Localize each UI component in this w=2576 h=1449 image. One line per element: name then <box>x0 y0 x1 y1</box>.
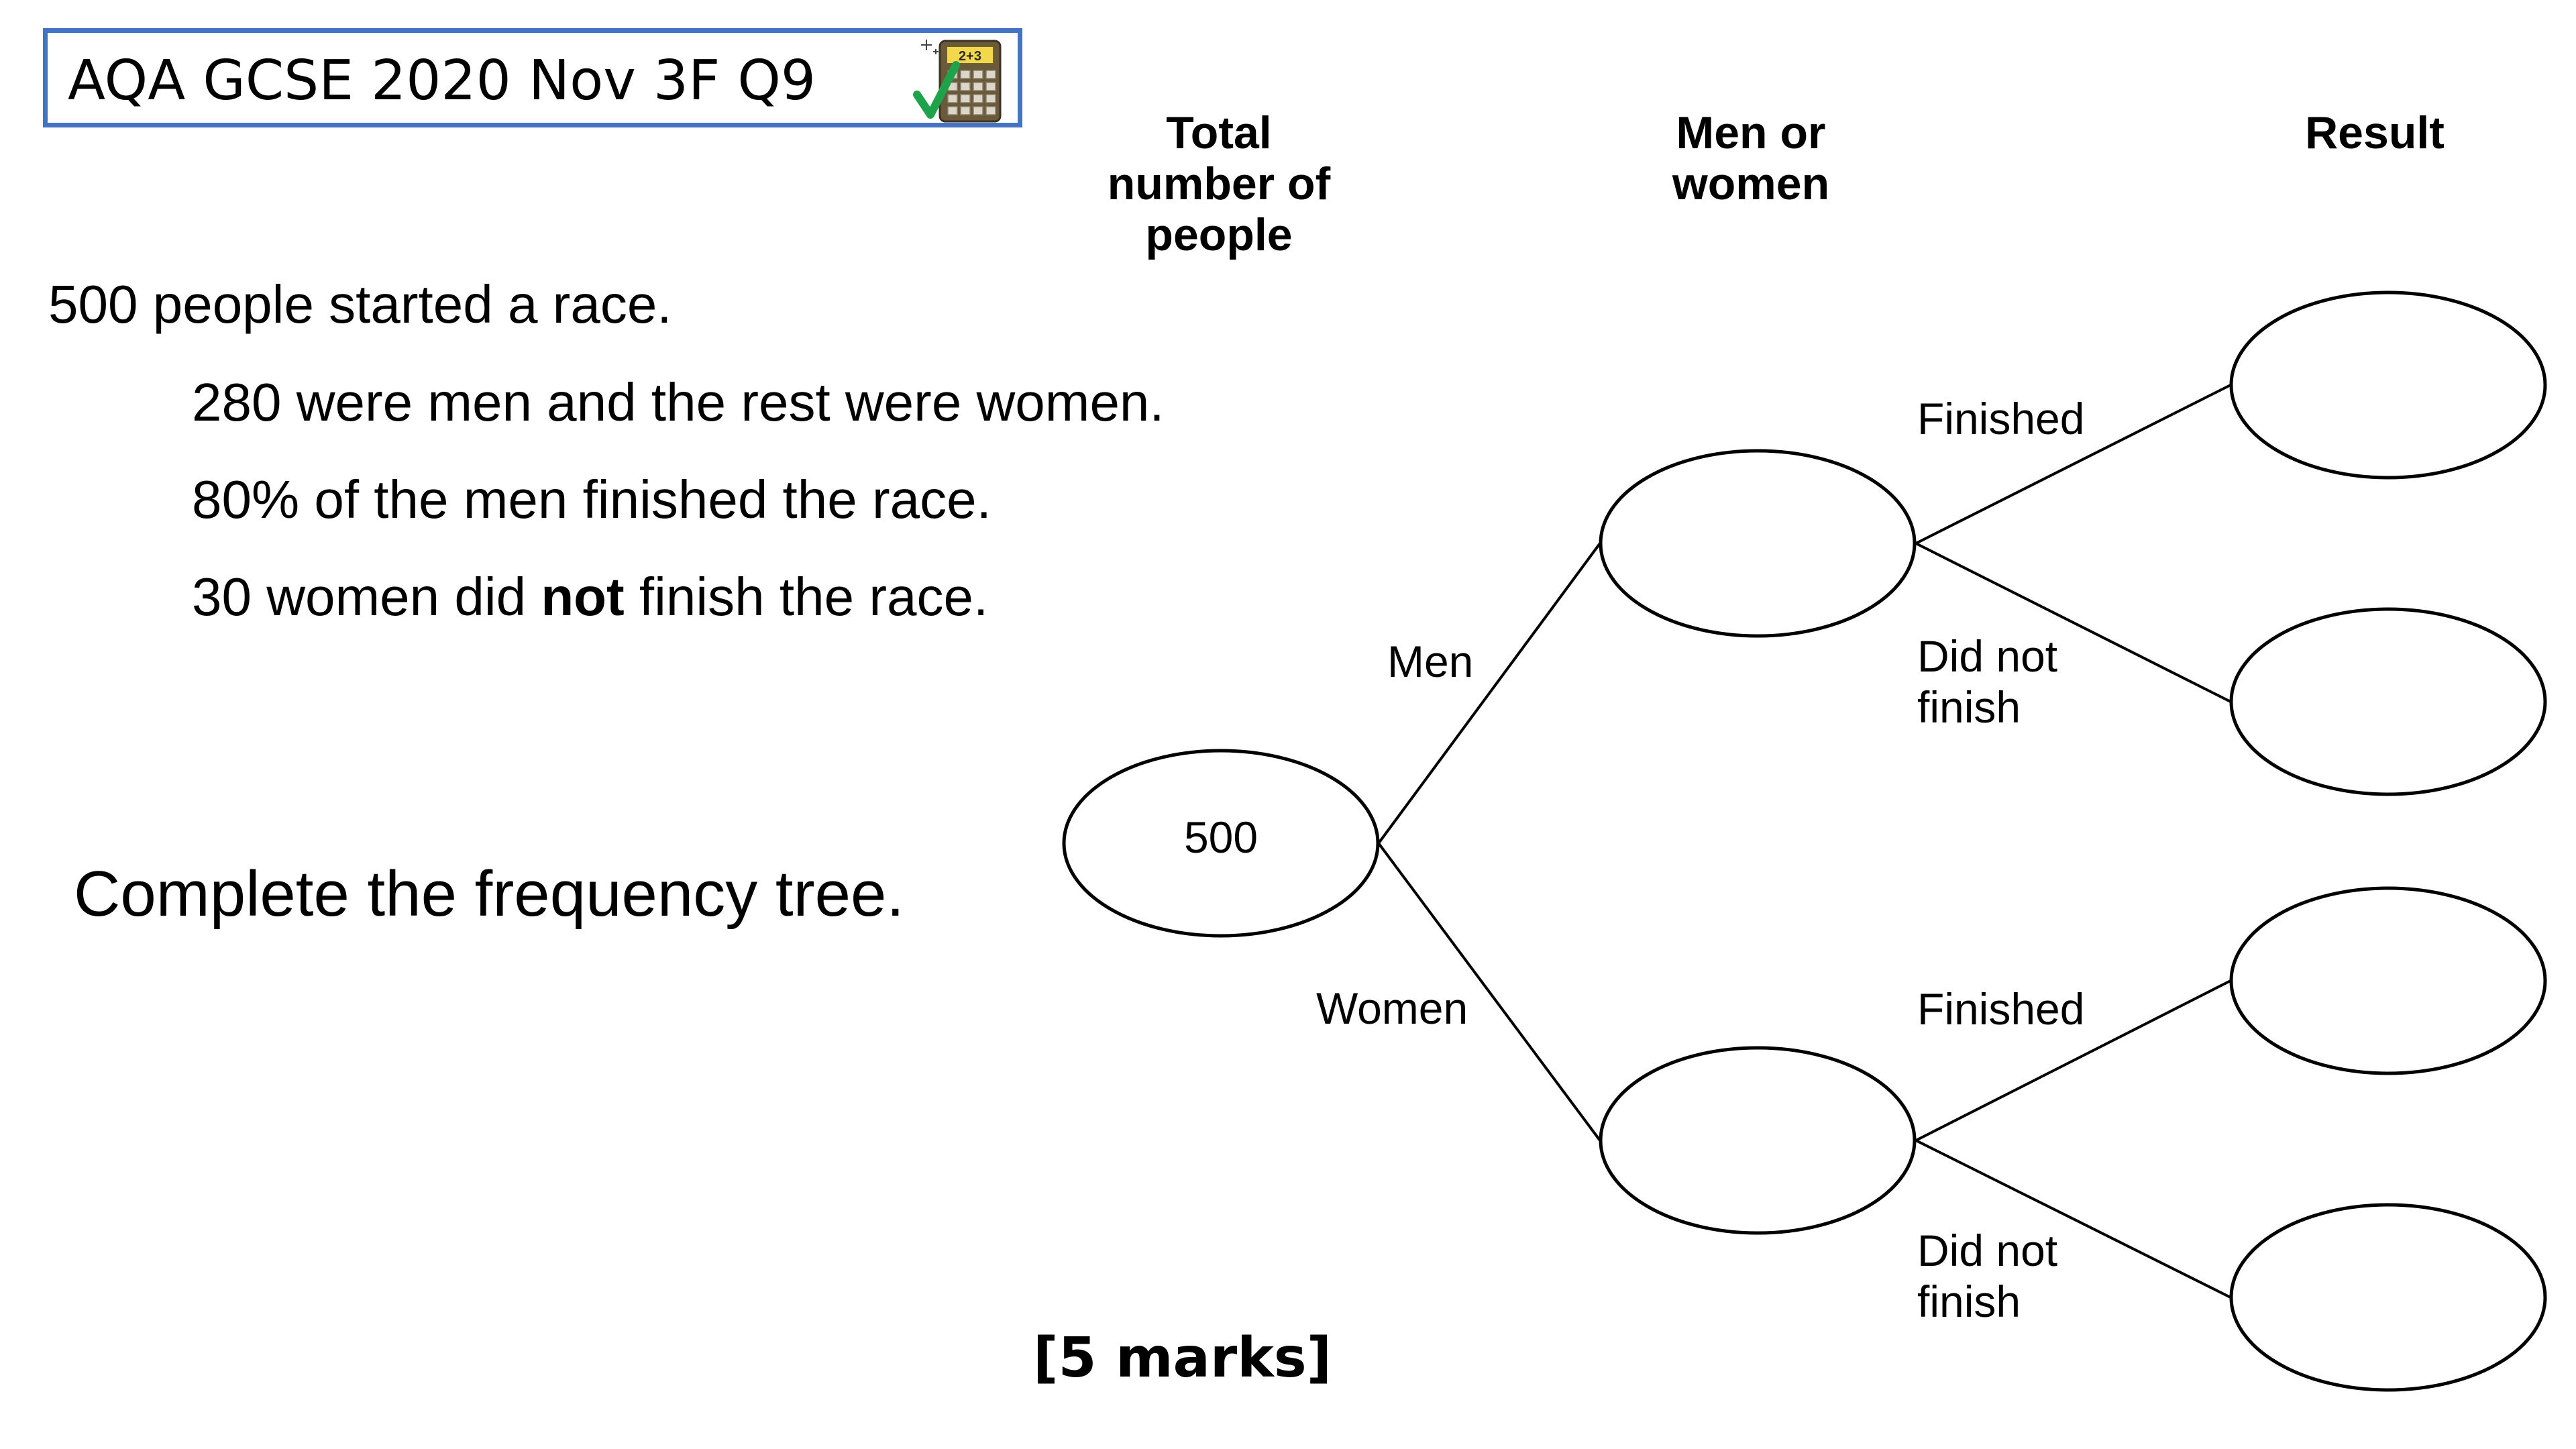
women-finished-node[interactable] <box>2229 886 2547 1075</box>
root-node-value: 500 <box>1183 812 1258 862</box>
calculator-display <box>946 46 994 64</box>
branch-label-men: Men <box>1387 637 1474 686</box>
root-node <box>1062 749 1380 938</box>
branch-label-women: Women <box>1316 983 1468 1033</box>
question-line-2: 280 were men and the rest were women. <box>192 372 1165 432</box>
did-not-finish-line-2: finish <box>1917 682 2021 732</box>
branch-line-men-finished <box>1915 384 2231 545</box>
men-node[interactable] <box>1599 449 1917 638</box>
men-did-not-finish-node[interactable] <box>2229 607 2547 796</box>
did-not-finish-line-1: Did not <box>1917 1226 2058 1275</box>
branch-line-women-did-not-finish <box>1915 1139 2231 1299</box>
branch-label-men-finished: Finished <box>1917 394 2085 443</box>
branch-line-women-finished <box>1915 979 2231 1142</box>
header-total-line-2: number of <box>1107 158 1331 209</box>
header-total-line-3: people <box>1145 209 1293 260</box>
women-node[interactable] <box>1599 1046 1917 1235</box>
header-group-line-1: Men or <box>1676 107 1826 158</box>
question-title: AQA GCSE 2020 Nov 3F Q9 <box>68 49 816 113</box>
header-men-or-women: Men or women <box>1597 107 1905 209</box>
sparkle-icon <box>921 40 938 54</box>
header-total-line-1: Total <box>1166 107 1272 158</box>
did-not-finish-line-1: Did not <box>1917 631 2058 681</box>
calculator-allowed-icon: 2+3 <box>913 40 1002 123</box>
branch-line-men <box>1377 542 1601 845</box>
branch-line-men-did-not-finish <box>1915 542 2231 703</box>
branch-label-men-did-not-finish: Did not finish <box>1917 631 2057 733</box>
question-line-3: 80% of the men finished the race. <box>192 470 991 529</box>
question-line-4-emphasis: not <box>541 567 625 627</box>
check-mark-icon <box>913 61 960 119</box>
question-line-4-start: 30 women did <box>192 567 541 627</box>
question-line-4: 30 women did not finish the race. <box>192 565 988 629</box>
header-result-text: Result <box>2305 107 2445 158</box>
women-did-not-finish-node[interactable] <box>2229 1203 2547 1392</box>
header-result: Result <box>2220 107 2529 158</box>
question-line-4-end: finish the race. <box>624 567 989 627</box>
question-line-1: 500 people started a race. <box>48 274 672 334</box>
did-not-finish-line-2: finish <box>1917 1277 2021 1326</box>
header-group-line-2: women <box>1672 158 1830 209</box>
branch-label-women-finished: Finished <box>1917 984 2085 1034</box>
men-finished-node[interactable] <box>2229 290 2547 480</box>
question-title-box: AQA GCSE 2020 Nov 3F Q9 2+3 <box>43 28 1022 127</box>
calculator-display-text: 2+3 <box>959 49 981 64</box>
branch-line-women <box>1377 842 1601 1142</box>
marks-label: [5 marks] <box>1033 1326 1332 1390</box>
header-total-people: Total number of people <box>1065 107 1373 260</box>
instruction: Complete the frequency tree. <box>74 858 905 930</box>
branch-label-women-did-not-finish: Did not finish <box>1917 1225 2057 1327</box>
